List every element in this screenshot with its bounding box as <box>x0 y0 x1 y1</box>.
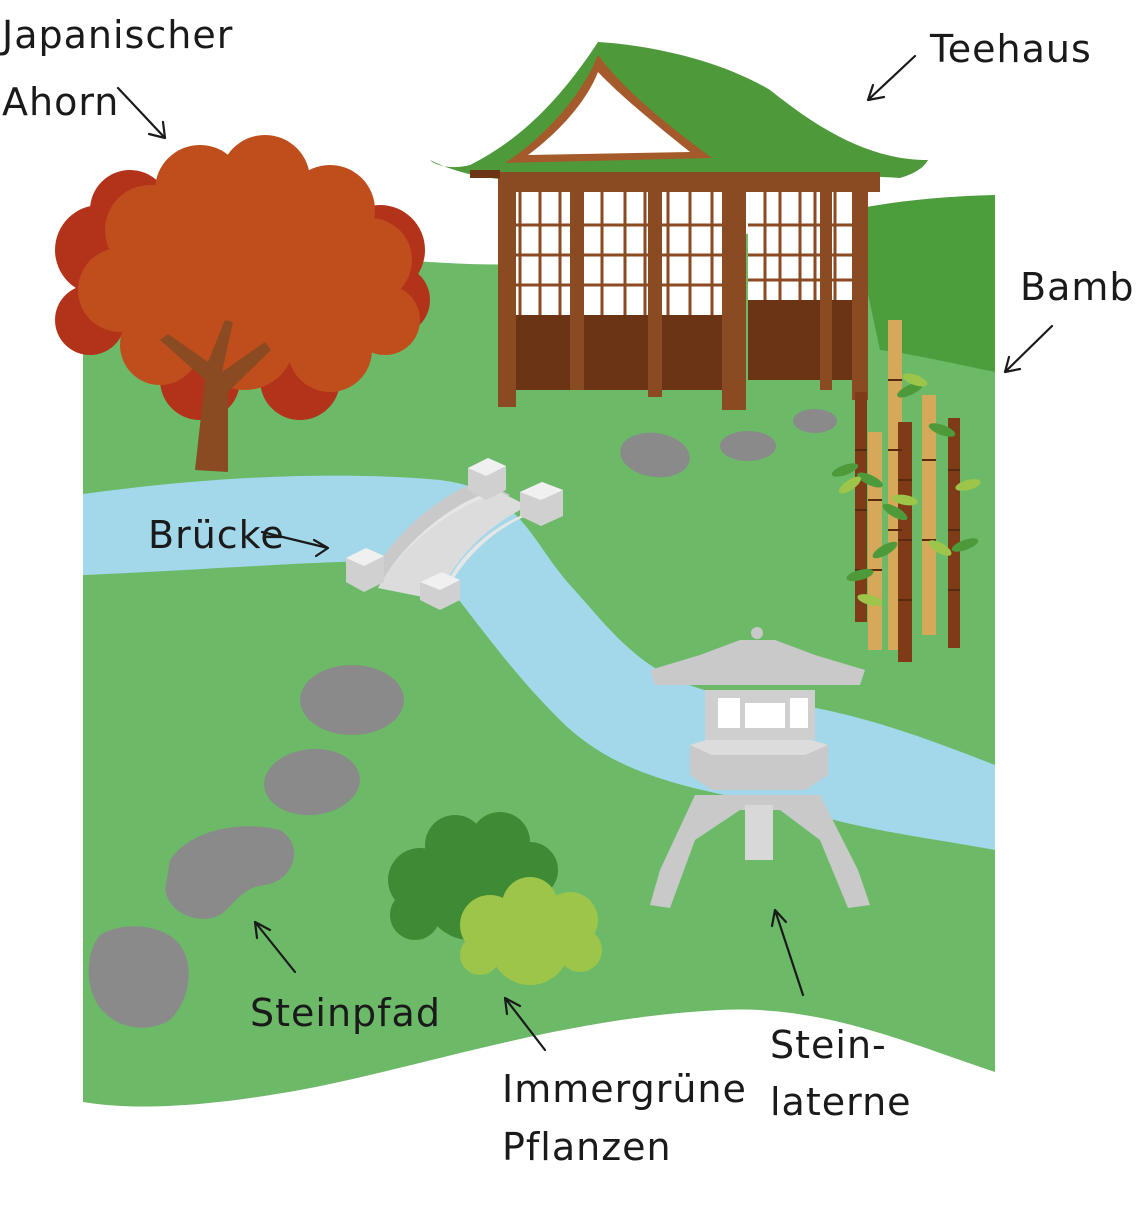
stone-path <box>88 665 404 1028</box>
arrow-bamboo <box>1003 324 1054 374</box>
label-teahouse-text: Teehaus <box>929 27 1092 71</box>
label-stone-path: Steinpfad <box>250 920 441 1035</box>
teahouse-roof <box>430 42 928 181</box>
arrow-stone-lantern <box>770 908 805 997</box>
arrow-bridge <box>260 530 330 558</box>
label-japanese-maple: Japanischer Ahorn <box>0 13 233 140</box>
label-bridge: Brücke <box>148 513 330 558</box>
upper-stepping-stones <box>620 409 837 478</box>
evergreen-shrubs <box>388 812 602 985</box>
label-stone-path-text: Steinpfad <box>250 991 441 1035</box>
bridge <box>346 458 563 610</box>
arrow-teahouse <box>866 54 917 102</box>
teahouse <box>430 42 928 410</box>
arrow-evergreen <box>503 996 547 1052</box>
label-bamboo-text: Bambus <box>1020 265 1137 309</box>
label-bridge-text: Brücke <box>148 513 285 557</box>
label-japanese-maple-line1: Japanischer <box>0 13 233 57</box>
stone-lantern <box>650 627 870 908</box>
label-japanese-maple-line2: Ahorn <box>2 80 119 124</box>
label-evergreen: Immergrüne Pflanzen <box>502 996 747 1169</box>
bamboo <box>831 320 981 662</box>
label-stone-lantern-line2: laterne <box>770 1080 912 1124</box>
arrow-maple <box>116 86 167 140</box>
label-teahouse: Teehaus <box>866 27 1092 102</box>
maple-tree <box>55 135 430 472</box>
arrow-stone-path <box>253 920 297 974</box>
label-bamboo: Bambus <box>1003 265 1137 374</box>
maple-trunk <box>160 320 271 472</box>
label-evergreen-line2: Pflanzen <box>502 1125 672 1169</box>
label-evergreen-line1: Immergrüne <box>502 1067 747 1111</box>
teahouse-shoji-grid <box>498 192 860 315</box>
label-stone-lantern-line1: Stein- <box>770 1023 887 1067</box>
label-stone-lantern: Stein- laterne <box>770 908 912 1124</box>
bridge-posts <box>346 458 563 610</box>
